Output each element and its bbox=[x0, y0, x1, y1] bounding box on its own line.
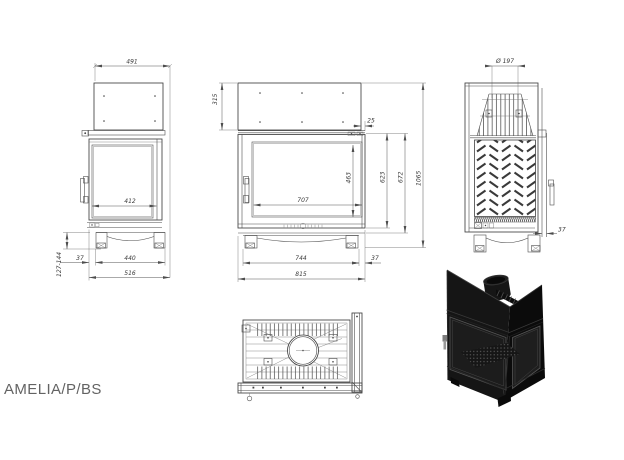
product-code-label: AMELIA/P/BS bbox=[4, 381, 102, 398]
dim-side-base-height: 127-144 bbox=[56, 252, 63, 277]
render-foot-right bbox=[529, 372, 540, 386]
top-front-frame bbox=[237, 382, 363, 402]
dim-front-body-height: 672 bbox=[398, 171, 405, 183]
render-foot-center bbox=[497, 392, 511, 407]
dim-side-glass-depth: 412 bbox=[124, 198, 136, 205]
dim-rear-flue-diameter: Ø 197 bbox=[495, 58, 514, 65]
dim-side-top-depth: 491 bbox=[126, 59, 137, 66]
dim-front-flue-offset: 25 bbox=[367, 118, 375, 125]
rear-firebrick-panel bbox=[474, 139, 536, 217]
dim-front-total-width: 815 bbox=[295, 271, 307, 278]
top-view bbox=[237, 312, 363, 402]
render-foot-left bbox=[450, 377, 460, 387]
dim-side-front-offset: 37 bbox=[76, 255, 84, 262]
dim-front-glass-width: 707 bbox=[297, 197, 309, 204]
dim-front-total-height: 1065 bbox=[416, 171, 423, 186]
front-air-vent bbox=[283, 222, 323, 229]
rear-heat-exchanger-fins bbox=[470, 93, 536, 139]
top-fins-front bbox=[257, 323, 341, 336]
dim-front-side-offset: 37 bbox=[371, 255, 379, 262]
side-base bbox=[95, 232, 166, 249]
rear-view: Ø 197 bbox=[464, 58, 566, 253]
rear-side-door-handle bbox=[548, 179, 555, 206]
dim-front-base-width: 744 bbox=[295, 255, 307, 262]
front-door-handle bbox=[243, 176, 250, 204]
dim-front-glass-height: 463 bbox=[346, 172, 353, 184]
render-handle bbox=[442, 335, 447, 342]
render-glass-side bbox=[512, 325, 541, 390]
front-base bbox=[243, 235, 359, 249]
side-view: 491 412 bbox=[56, 59, 172, 281]
dim-side-base-depth: 440 bbox=[124, 255, 136, 262]
product-render bbox=[442, 269, 546, 407]
side-door-handle bbox=[80, 176, 89, 204]
front-view: 315 25 463 707 bbox=[212, 82, 426, 282]
dim-front-hood-height: 315 bbox=[212, 93, 219, 105]
top-fins-rear bbox=[257, 366, 341, 379]
rear-base bbox=[473, 234, 541, 253]
dim-side-total-depth: 516 bbox=[124, 270, 136, 277]
dim-rear-wall-offset: 37 bbox=[558, 227, 566, 234]
top-side-frame bbox=[351, 312, 363, 399]
dim-front-door-height: 623 bbox=[380, 171, 387, 183]
